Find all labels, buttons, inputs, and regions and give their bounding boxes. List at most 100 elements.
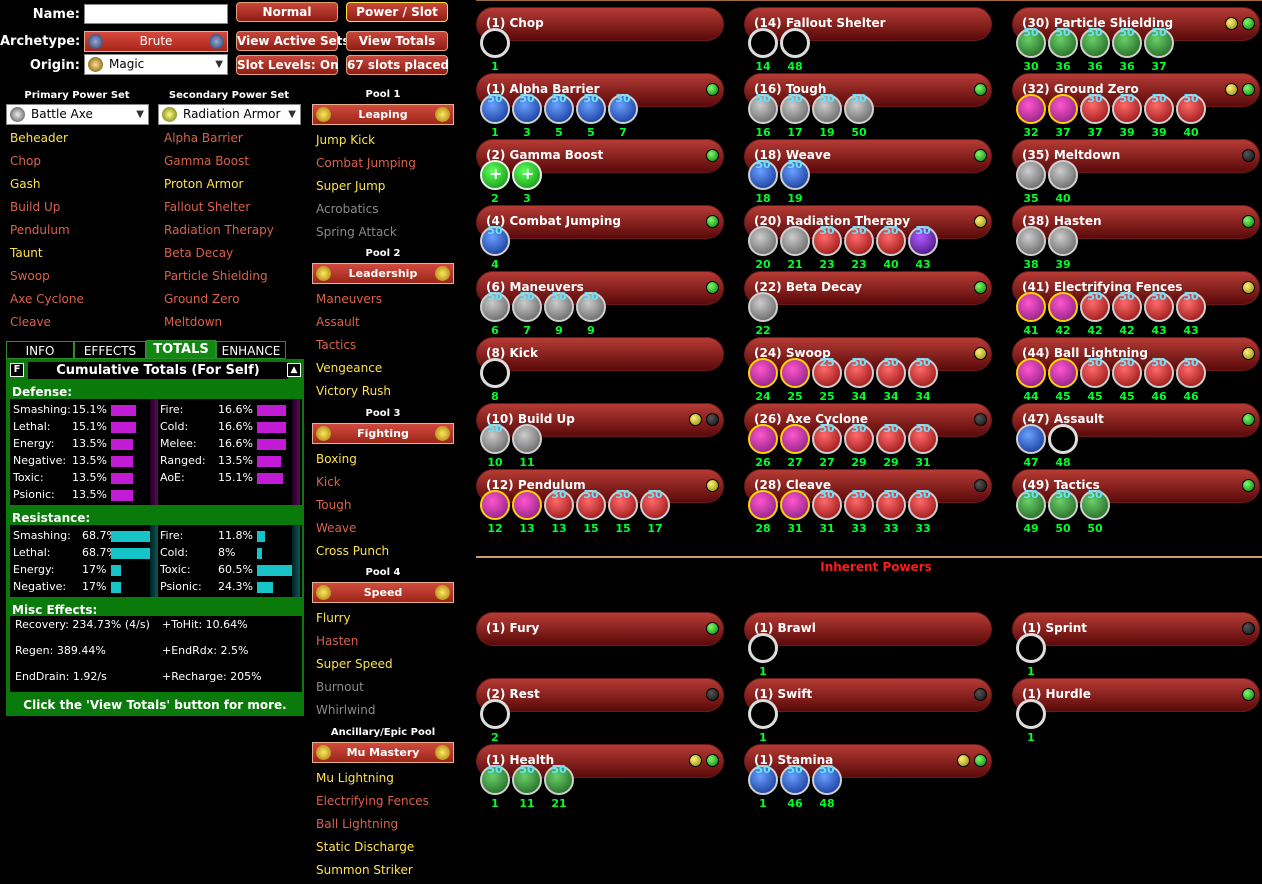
enhancement-slot-icon[interactable] bbox=[812, 358, 842, 388]
power-item[interactable]: Electrifying Fences bbox=[316, 794, 429, 808]
enhancement-slot-icon[interactable] bbox=[780, 226, 810, 256]
enhancement-slot-icon[interactable] bbox=[812, 765, 842, 795]
power-bar[interactable]: (2) Gamma Boost bbox=[476, 139, 724, 173]
view-totals-button[interactable]: View Totals bbox=[346, 31, 448, 51]
enhancement-slot-icon[interactable] bbox=[512, 424, 542, 454]
enhancement-slot-icon[interactable] bbox=[1112, 358, 1142, 388]
view-active-sets-button[interactable]: View Active Sets bbox=[236, 31, 350, 51]
enhancement-slot-icon[interactable] bbox=[812, 94, 842, 124]
enhancement-slot-icon[interactable] bbox=[1048, 94, 1078, 124]
pool-select[interactable]: Leaping bbox=[312, 104, 454, 125]
enhancement-slot-icon[interactable] bbox=[748, 28, 778, 58]
power-item[interactable]: Mu Lightning bbox=[316, 771, 394, 785]
enhancement-slot-icon[interactable] bbox=[1016, 490, 1046, 520]
enhancement-slot-icon[interactable] bbox=[876, 226, 906, 256]
power-item[interactable]: Taunt bbox=[10, 246, 43, 260]
enhancement-slot-icon[interactable] bbox=[1080, 28, 1110, 58]
enhancement-slot-icon[interactable] bbox=[576, 490, 606, 520]
enhancement-slot-icon[interactable] bbox=[512, 94, 542, 124]
enhancement-slot-icon[interactable] bbox=[1144, 28, 1174, 58]
enhancement-slot-icon[interactable] bbox=[780, 160, 810, 190]
enhancement-slot-icon[interactable] bbox=[1016, 699, 1046, 729]
power-item[interactable]: Gash bbox=[10, 177, 41, 191]
power-item[interactable]: Pendulum bbox=[10, 223, 70, 237]
enhancement-slot-icon[interactable] bbox=[480, 292, 510, 322]
enhancement-slot-icon[interactable] bbox=[812, 490, 842, 520]
power-item[interactable]: Proton Armor bbox=[164, 177, 244, 191]
slots-placed-button[interactable]: 67 slots placed bbox=[346, 55, 449, 75]
enhancement-slot-icon[interactable] bbox=[1016, 424, 1046, 454]
enhancement-slot-icon[interactable] bbox=[1112, 94, 1142, 124]
power-slot-button[interactable]: Power / Slot bbox=[346, 2, 448, 22]
enhancement-slot-icon[interactable] bbox=[748, 94, 778, 124]
enhancement-slot-icon[interactable] bbox=[812, 226, 842, 256]
power-item[interactable]: Combat Jumping bbox=[316, 156, 416, 170]
enhancement-slot-icon[interactable] bbox=[640, 490, 670, 520]
power-item[interactable]: Assault bbox=[316, 315, 360, 329]
enhancement-slot-icon[interactable] bbox=[876, 358, 906, 388]
power-item[interactable]: Fallout Shelter bbox=[164, 200, 251, 214]
tab-info[interactable]: INFO bbox=[6, 341, 74, 359]
enhancement-slot-icon[interactable] bbox=[480, 358, 510, 388]
power-item[interactable]: Hasten bbox=[316, 634, 359, 648]
enhancement-slot-icon[interactable] bbox=[748, 160, 778, 190]
enhancement-slot-icon[interactable] bbox=[748, 424, 778, 454]
enhancement-slot-icon[interactable] bbox=[544, 292, 574, 322]
power-bar[interactable]: (1) Brawl bbox=[744, 612, 992, 646]
enhancement-slot-icon[interactable] bbox=[576, 292, 606, 322]
secondary-power-set-select[interactable]: Radiation Armor ▼ bbox=[158, 104, 301, 125]
enhancement-slot-icon[interactable] bbox=[608, 490, 638, 520]
power-item[interactable]: Gamma Boost bbox=[164, 154, 250, 168]
enhancement-slot-icon[interactable] bbox=[1080, 292, 1110, 322]
enhancement-slot-icon[interactable] bbox=[812, 424, 842, 454]
normal-button[interactable]: Normal bbox=[236, 2, 338, 22]
enhancement-slot-icon[interactable] bbox=[1016, 160, 1046, 190]
enhancement-slot-icon[interactable] bbox=[748, 292, 778, 322]
origin-select[interactable]: Magic ▼ bbox=[84, 54, 228, 75]
tab-enhance[interactable]: ENHANCE bbox=[216, 341, 286, 359]
power-item[interactable]: Cleave bbox=[10, 315, 51, 329]
enhancement-slot-icon[interactable] bbox=[1048, 160, 1078, 190]
enhancement-slot-icon[interactable] bbox=[780, 28, 810, 58]
enhancement-slot-icon[interactable] bbox=[480, 94, 510, 124]
enhancement-slot-icon[interactable] bbox=[480, 699, 510, 729]
enhancement-slot-icon[interactable] bbox=[1048, 292, 1078, 322]
enhancement-slot-icon[interactable] bbox=[1016, 292, 1046, 322]
power-item[interactable]: Beheader bbox=[10, 131, 68, 145]
f-button[interactable]: F bbox=[10, 363, 24, 377]
power-item[interactable]: Tough bbox=[316, 498, 352, 512]
power-bar[interactable]: (30) Particle Shielding bbox=[1012, 7, 1260, 41]
power-item[interactable]: Whirlwind bbox=[316, 703, 376, 717]
power-item[interactable]: Victory Rush bbox=[316, 384, 392, 398]
enhancement-slot-icon[interactable] bbox=[908, 490, 938, 520]
enhancement-slot-icon[interactable] bbox=[1016, 633, 1046, 663]
enhancement-slot-icon[interactable] bbox=[544, 765, 574, 795]
power-bar[interactable]: (1) Fury bbox=[476, 612, 724, 646]
archetype-select[interactable]: Brute bbox=[84, 31, 228, 52]
enhancement-slot-icon[interactable] bbox=[748, 765, 778, 795]
enhancement-slot-icon[interactable] bbox=[1144, 94, 1174, 124]
slot-levels-button[interactable]: Slot Levels: On bbox=[236, 55, 339, 75]
enhancement-slot-icon[interactable] bbox=[512, 292, 542, 322]
power-item[interactable]: Build Up bbox=[10, 200, 61, 214]
power-item[interactable]: Radiation Therapy bbox=[164, 223, 274, 237]
enhancement-slot-icon[interactable] bbox=[1048, 358, 1078, 388]
enhancement-slot-icon[interactable] bbox=[480, 424, 510, 454]
power-bar[interactable]: (1) Swift bbox=[744, 678, 992, 712]
power-bar[interactable]: (35) Meltdown bbox=[1012, 139, 1260, 173]
enhancement-slot-icon[interactable] bbox=[748, 358, 778, 388]
enhancement-slot-icon[interactable] bbox=[1080, 94, 1110, 124]
enhancement-slot-icon[interactable] bbox=[844, 424, 874, 454]
power-item[interactable]: Alpha Barrier bbox=[164, 131, 243, 145]
enhancement-slot-icon[interactable] bbox=[748, 490, 778, 520]
power-item[interactable]: Vengeance bbox=[316, 361, 383, 375]
expand-icon[interactable]: ▲ bbox=[287, 363, 301, 377]
enhancement-slot-icon[interactable] bbox=[480, 490, 510, 520]
pool-select[interactable]: Leadership bbox=[312, 263, 454, 284]
pool-select[interactable]: Mu Mastery bbox=[312, 742, 454, 763]
primary-power-set-select[interactable]: Battle Axe ▼ bbox=[6, 104, 149, 125]
tab-totals[interactable]: TOTALS bbox=[146, 340, 216, 359]
power-item[interactable]: Meltdown bbox=[164, 315, 223, 329]
enhancement-slot-icon[interactable] bbox=[512, 490, 542, 520]
enhancement-slot-icon[interactable] bbox=[748, 633, 778, 663]
